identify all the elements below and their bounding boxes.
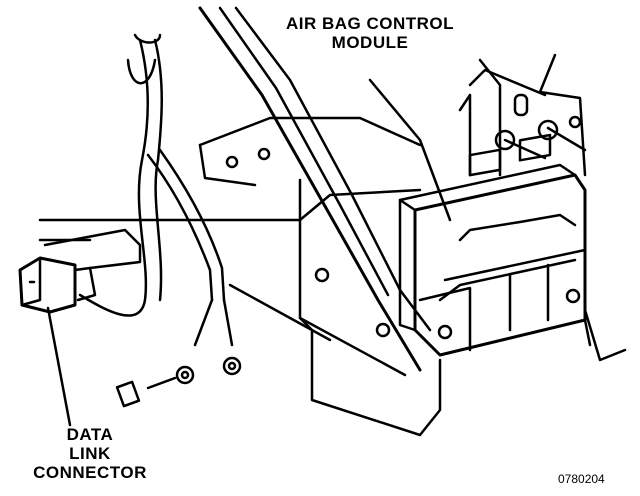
upper-mount-tab: [458, 53, 627, 362]
airbag-label-line2: MODULE: [331, 33, 409, 52]
airbag-module-body: [398, 133, 587, 357]
airbag-module-label: AIR BAG CONTROL MODULE: [270, 14, 470, 52]
pillar-beam: [198, 6, 432, 372]
dlc-label-line3: CONNECTOR: [33, 463, 147, 482]
airbag-label-line1: AIR BAG CONTROL: [285, 14, 455, 33]
data-link-connector-label: DATA LINK CONNECTOR: [20, 425, 160, 482]
dlc-label-line2: LINK: [69, 444, 111, 463]
ground-terminals: [115, 356, 242, 408]
mounting-bracket: [38, 116, 442, 437]
leader-lines: [46, 78, 452, 427]
wiring-harness: [78, 33, 234, 347]
figure-number: 0780204: [558, 472, 605, 486]
data-link-connector-shape: [18, 228, 142, 314]
dlc-label-line1: DATA: [66, 425, 114, 444]
